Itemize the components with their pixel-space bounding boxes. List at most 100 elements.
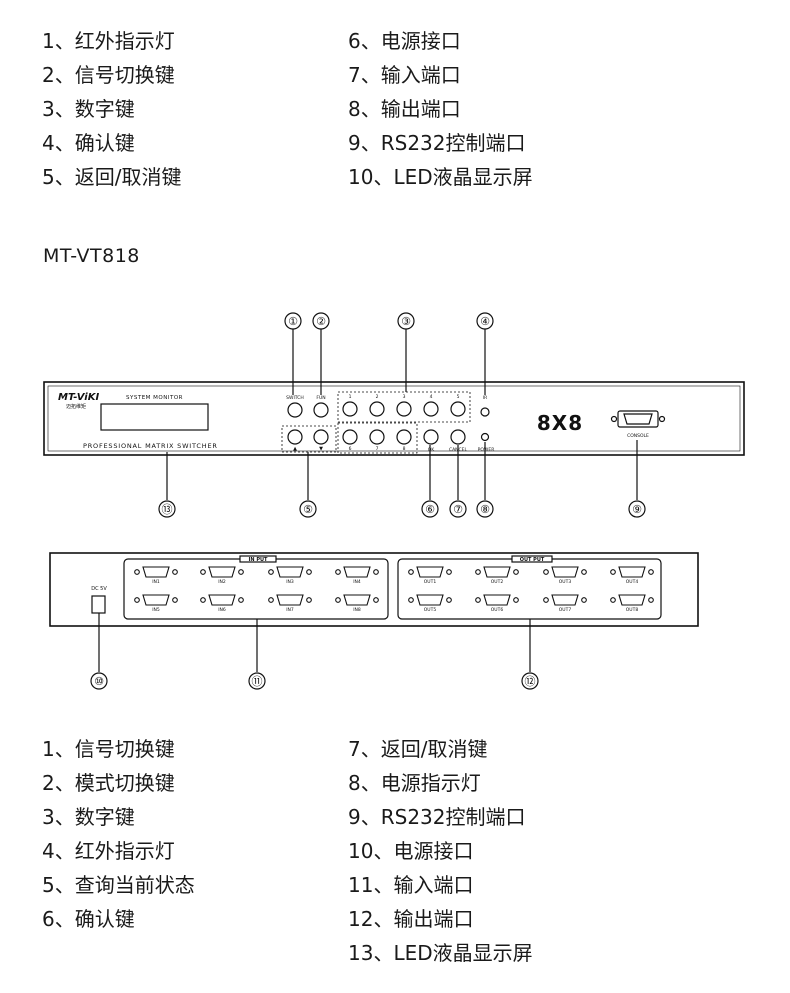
legend-item: 6、确认键 (42, 907, 135, 931)
legend-item: 12、输出端口 (348, 907, 474, 931)
legend-item: 3、数字键 (42, 805, 135, 829)
output-port-6[interactable] (475, 594, 519, 606)
legend-item: 4、红外指示灯 (42, 839, 175, 863)
dc-power-jack (91, 595, 106, 614)
tagline: PROFESSIONAL MATRIX SWITCHER (83, 442, 218, 450)
up-arrow-label: ▲ (293, 446, 297, 452)
output-port-3[interactable] (543, 566, 587, 578)
port-label: IN1 (152, 579, 160, 585)
legend-item: 10、LED液晶显示屏 (348, 165, 533, 189)
ir-label: IR (483, 395, 487, 401)
model-title: MT-VT818 (43, 245, 140, 267)
output-port-1[interactable] (408, 566, 452, 578)
port-label: OUT6 (491, 607, 504, 613)
legend-item: 5、查询当前状态 (42, 873, 195, 897)
number-button-5 (450, 401, 466, 417)
number-button-8 (396, 429, 412, 445)
number-button-7 (369, 429, 385, 445)
legend-item: 8、输出端口 (348, 97, 461, 121)
number-button-2 (369, 401, 385, 417)
legend-item: 8、电源指示灯 (348, 771, 481, 795)
callout-label: ⑤ (303, 503, 313, 516)
up-button (287, 429, 303, 445)
input-port-6[interactable] (200, 594, 244, 606)
number-button-4 (423, 401, 439, 417)
port-label: OUT5 (424, 607, 437, 613)
output-port-7[interactable] (543, 594, 587, 606)
model-badge: 8X8 (537, 411, 583, 435)
cancel-label: CANCEL (449, 447, 468, 453)
legend-item: 4、确认键 (42, 131, 135, 155)
output-port-4[interactable] (610, 566, 654, 578)
number-label: 1 (349, 394, 352, 400)
back-panel (49, 552, 699, 627)
legend-item: 1、信号切换键 (42, 737, 175, 761)
legend-item: 6、电源接口 (348, 29, 461, 53)
input-port-4[interactable] (335, 566, 379, 578)
legend-item: 5、返回/取消键 (42, 165, 182, 189)
callout-label: ⑫ (525, 675, 536, 688)
legend-item: 3、数字键 (42, 97, 135, 121)
number-label: 2 (376, 394, 379, 400)
output-port-2[interactable] (475, 566, 519, 578)
power-indicator (480, 432, 490, 442)
front-panel-inner (47, 385, 741, 452)
output-port-8[interactable] (610, 594, 654, 606)
number-label: 5 (457, 394, 460, 400)
port-label: IN4 (353, 579, 361, 585)
number-button-3 (396, 401, 412, 417)
callout-label: ③ (401, 315, 411, 328)
input-port-5[interactable] (134, 594, 178, 606)
legend-item: 1、红外指示灯 (42, 29, 175, 53)
input-port-2[interactable] (200, 566, 244, 578)
numeric-keys-bottom-group (337, 422, 418, 454)
power-label: POWER (478, 447, 495, 453)
output-port-group (397, 558, 662, 620)
ok-label: OK (428, 447, 436, 453)
port-label: OUT4 (626, 579, 639, 585)
ok-button (423, 429, 439, 445)
port-label: IN7 (286, 607, 294, 613)
port-label: OUT8 (626, 607, 639, 613)
ir-indicator (480, 407, 490, 417)
down-button (313, 429, 329, 445)
port-label: IN6 (218, 607, 226, 613)
front-panel (43, 381, 745, 456)
callout-label: ④ (480, 315, 490, 328)
legend-item: 9、RS232控制端口 (348, 131, 526, 155)
legend-item: 7、返回/取消键 (348, 737, 488, 761)
input-port-group (123, 558, 389, 620)
port-label: IN5 (152, 607, 160, 613)
input-port-8[interactable] (335, 594, 379, 606)
brand-logo: MT-ViKI (58, 392, 99, 403)
port-label: IN3 (286, 579, 294, 585)
input-port-3[interactable] (268, 566, 312, 578)
port-label: IN2 (218, 579, 226, 585)
callout-label: ⑧ (480, 503, 490, 516)
output-port-5[interactable] (408, 594, 452, 606)
callout-label: ⑦ (453, 503, 463, 516)
callout-label: ⑩ (94, 675, 104, 688)
legend-item: 2、信号切换键 (42, 63, 175, 87)
callout-label: ⑥ (425, 503, 435, 516)
callout-label: ⑪ (252, 675, 263, 688)
port-label: OUT1 (424, 579, 437, 585)
console-label: CONSOLE (627, 433, 649, 439)
port-label: OUT7 (559, 607, 572, 613)
callout-label: ① (288, 315, 298, 328)
input-port-7[interactable] (268, 594, 312, 606)
legend-item: 7、输入端口 (348, 63, 461, 87)
switch-label: SWITCH (286, 395, 304, 401)
legend-item: 13、LED液晶显示屏 (348, 941, 533, 965)
input-header: IN PUT (249, 557, 269, 563)
callout-label: ② (316, 315, 326, 328)
callout-label: ⑨ (632, 503, 642, 516)
dc-label: DC 5V (91, 586, 107, 592)
lcd-screen (100, 403, 209, 431)
port-label: OUT3 (559, 579, 572, 585)
input-port-1[interactable] (134, 566, 178, 578)
brand-subtitle: 迈拓维矩 (66, 403, 86, 410)
port-label: IN8 (353, 607, 361, 613)
number-button-6 (342, 429, 358, 445)
number-label: 4 (430, 394, 433, 400)
